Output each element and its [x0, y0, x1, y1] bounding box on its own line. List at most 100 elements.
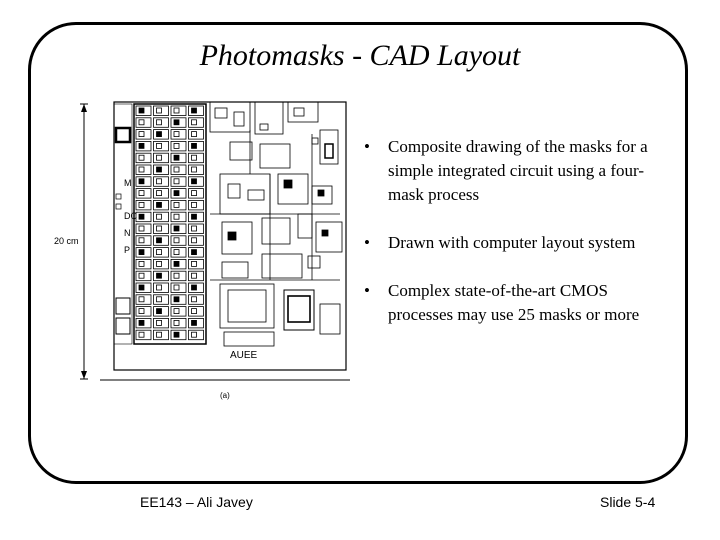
array-contact	[156, 178, 162, 185]
array-contact	[156, 190, 162, 196]
array-cell	[153, 247, 169, 258]
array-contact	[156, 154, 162, 161]
array-contact	[138, 131, 145, 137]
array-cell	[135, 105, 152, 116]
legend-dc: DC	[124, 211, 137, 221]
circuit-blocks	[209, 101, 343, 347]
array-contact	[191, 272, 197, 279]
array-contact	[173, 213, 180, 220]
array-contact	[156, 213, 162, 220]
array-contact	[191, 331, 197, 338]
array-contact	[138, 284, 145, 291]
legend-n: N	[124, 228, 131, 238]
array-cell	[153, 141, 169, 152]
array-contact	[173, 131, 180, 137]
array-cell	[170, 152, 187, 164]
array-contact	[156, 225, 162, 232]
array-cell	[135, 270, 152, 282]
array-cell	[135, 117, 152, 128]
array-cell	[170, 306, 187, 317]
array-cell	[170, 200, 187, 211]
array-cell	[170, 258, 187, 270]
array-cell	[135, 164, 152, 175]
array-contact	[138, 202, 145, 208]
array-cell	[153, 188, 169, 199]
array-cell	[153, 200, 169, 211]
array-contact	[173, 272, 180, 279]
array-cell	[153, 282, 169, 293]
array-contact	[156, 296, 162, 303]
array-contact	[138, 249, 145, 256]
array-contact	[156, 272, 162, 279]
array-cell	[170, 141, 187, 152]
slide-title-text: Photomasks - CAD Layout	[193, 39, 527, 72]
array-contact	[173, 190, 180, 196]
array-contact	[191, 260, 197, 267]
array-cell	[170, 105, 187, 116]
array-cell	[188, 152, 204, 164]
array-contact	[156, 319, 162, 326]
array-contact	[173, 202, 180, 208]
array-cell	[188, 188, 204, 199]
array-cell	[135, 247, 152, 258]
array-contact	[156, 131, 162, 137]
array-cell	[188, 117, 204, 128]
array-cell	[188, 105, 204, 116]
array-cell	[153, 317, 169, 329]
array-contact	[138, 119, 145, 126]
array-contact	[138, 319, 145, 326]
bullet-marker: •	[364, 281, 370, 300]
array-cell	[135, 176, 152, 187]
array-contact	[138, 296, 145, 303]
array-contact	[191, 202, 197, 208]
array-cell	[153, 176, 169, 187]
array-cell	[170, 329, 187, 341]
array-cell	[135, 129, 152, 140]
array-cell	[188, 141, 204, 152]
array-cell	[170, 188, 187, 199]
array-cell	[188, 258, 204, 270]
array-contact	[191, 296, 197, 303]
legend-m: M	[124, 178, 132, 188]
array-contact	[191, 237, 197, 244]
array-contact	[191, 154, 197, 161]
array-cell	[170, 223, 187, 234]
array-cell	[188, 247, 204, 258]
array-contact	[191, 249, 197, 256]
array-contact	[138, 213, 145, 220]
array-cell	[188, 200, 204, 211]
array-contact	[191, 119, 197, 126]
array-cell	[170, 282, 187, 293]
bullet-text: Composite drawing of the masks for a sim…	[388, 137, 648, 204]
array-contact	[156, 166, 162, 173]
array-contact	[156, 237, 162, 244]
legend-p: P	[124, 245, 130, 255]
array-contact	[191, 178, 197, 185]
array-contact	[138, 143, 145, 149]
array-cell	[135, 211, 152, 223]
array-contact	[173, 260, 180, 267]
array-cell	[188, 282, 204, 293]
array-contact	[156, 260, 162, 267]
slide-title: Photomasks - CAD Layout	[0, 36, 720, 76]
cad-layout-figure: 20 cm M DC N P	[54, 101, 350, 400]
array-cell	[135, 306, 152, 317]
array-cell	[170, 247, 187, 258]
array-cell	[135, 141, 152, 152]
array-contact	[156, 119, 162, 126]
array-cell	[153, 306, 169, 317]
array-cell	[153, 129, 169, 140]
array-contact	[173, 107, 180, 114]
array-contact	[138, 308, 145, 315]
array-cell	[153, 211, 169, 223]
figure-caption: (a)	[220, 391, 230, 400]
array-cell	[135, 152, 152, 164]
array-contact	[173, 249, 180, 256]
array-contact	[173, 225, 180, 232]
array-cell	[170, 117, 187, 128]
footer-slide-number: Slide 5-4	[600, 494, 656, 510]
bullet-item: • Drawn with computer layout system	[362, 231, 662, 255]
array-cell	[170, 176, 187, 187]
array-contact	[173, 237, 180, 244]
array-contact	[173, 296, 180, 303]
